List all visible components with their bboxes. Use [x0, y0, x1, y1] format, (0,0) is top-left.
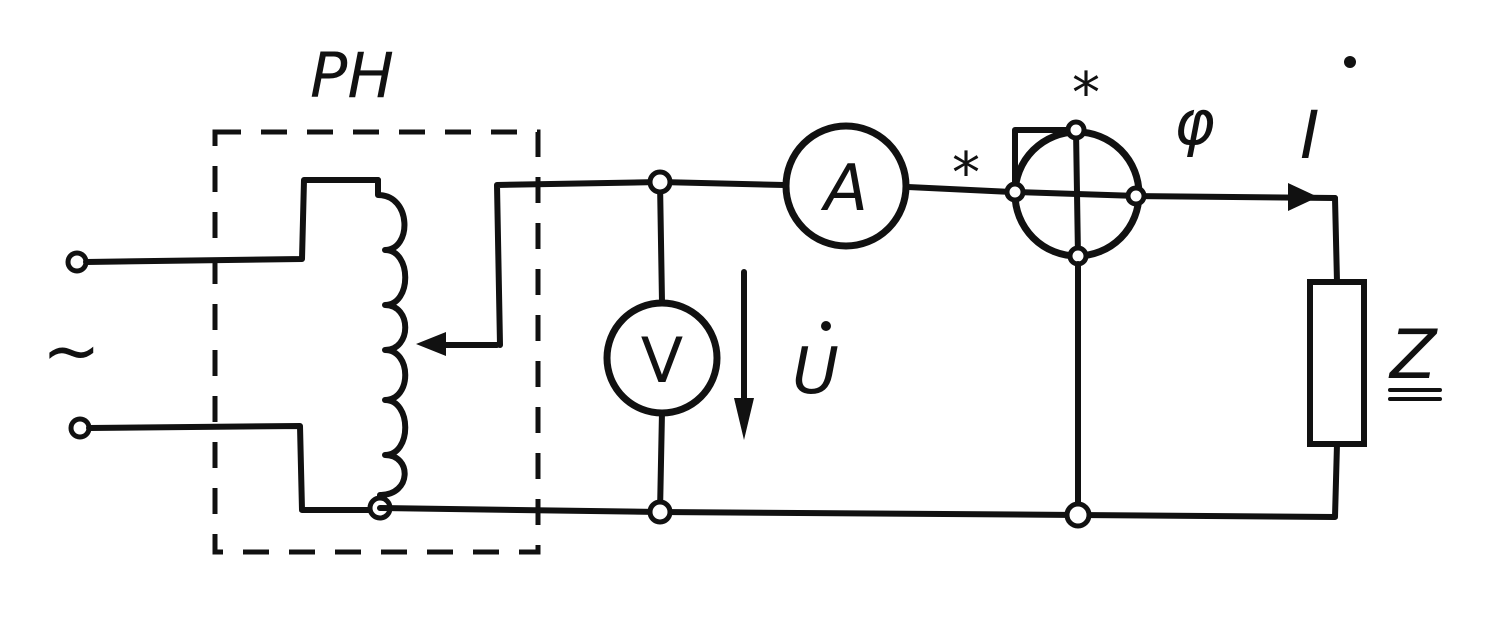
load-impedance	[1307, 279, 1367, 447]
phase-meter-left-node	[1004, 181, 1026, 203]
wiper-arrowhead	[416, 332, 446, 356]
voltmeter-bottom-node	[647, 499, 673, 525]
voltmeter-wire-top	[657, 179, 665, 305]
load-wire-top	[1332, 195, 1340, 285]
phase-meter-voltage-coil	[1073, 127, 1081, 259]
bottom-line	[377, 441, 1340, 520]
input-wire-top	[83, 177, 381, 265]
voltmeter-wire-bottom	[657, 409, 665, 515]
voltage-arrowhead	[734, 398, 754, 440]
phase-meter-top-node	[1065, 119, 1087, 141]
wiper-wire	[494, 179, 663, 348]
top-line-b	[905, 184, 1015, 195]
regulator-enclosure	[212, 129, 541, 555]
voltmeter-label: V	[641, 324, 683, 397]
current-arrowhead	[1288, 183, 1318, 211]
phase-meter-right-node	[1125, 185, 1147, 207]
current-coil-star: *	[952, 141, 980, 206]
voltmeter	[603, 299, 721, 417]
regulator-label: PH	[310, 39, 394, 112]
voltage-phasor-dot	[821, 321, 831, 331]
autotransformer-winding	[375, 177, 409, 503]
voltage-coil-star: *	[1072, 61, 1100, 126]
input-wire-bottom	[86, 423, 381, 513]
impedance-label: Z	[1388, 316, 1438, 395]
ammeter-label: A	[820, 152, 868, 226]
phase-meter-jumper	[1012, 127, 1079, 195]
current-phasor-dot	[1344, 56, 1356, 68]
ammeter	[782, 122, 910, 250]
voltage-label: U	[792, 335, 839, 409]
top-line-a	[657, 179, 787, 188]
current-label: I	[1300, 97, 1319, 174]
source-symbol: ~	[42, 310, 101, 392]
voltmeter-top-node	[647, 169, 673, 195]
phase-label: φ	[1174, 86, 1215, 159]
phase-meter-return-node	[1064, 501, 1092, 529]
